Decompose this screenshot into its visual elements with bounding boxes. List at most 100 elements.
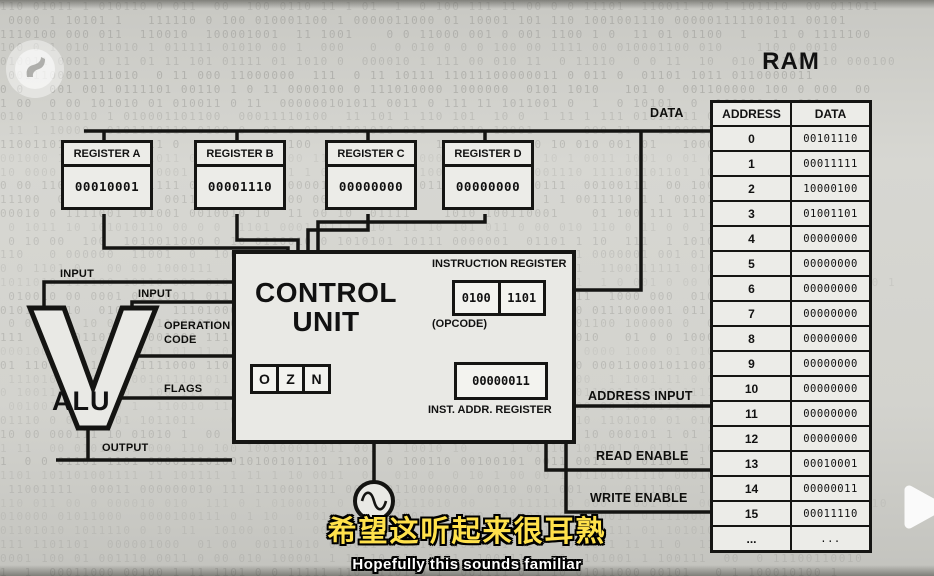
control-unit-title: CONTROL UNIT <box>255 277 397 338</box>
data-bus-label: DATA <box>650 106 684 120</box>
ram-header-row: ADDRESS DATA <box>710 100 872 127</box>
register-b: REGISTER B 00001110 <box>194 140 286 210</box>
register-a-value: 00010001 <box>74 179 140 194</box>
ram-data-cell: 00000000 <box>790 375 872 402</box>
ram-data-cell: 00101110 <box>790 125 872 152</box>
register-a: REGISTER A 00010001 <box>61 140 153 210</box>
bottom-shade-band <box>0 565 934 576</box>
ram-address-cell: ... <box>710 525 792 553</box>
register-c: REGISTER C 00000000 <box>325 140 417 210</box>
ram-data-cell: 01001101 <box>790 200 872 227</box>
ram-address-cell: 0 <box>710 125 792 152</box>
flags-register: O Z N <box>250 364 331 394</box>
ram-data-cell: ... <box>790 525 872 553</box>
alu-label: ALU <box>52 386 111 416</box>
alu-v-shape <box>26 305 160 431</box>
ram-address-cell: 6 <box>710 275 792 302</box>
flag-overflow: O <box>250 364 279 394</box>
register-c-name: REGISTER C <box>328 143 414 167</box>
ram-data-cell: 00010001 <box>790 450 872 477</box>
next-video-play-icon[interactable] <box>903 481 934 533</box>
alu-input-bottom-label: INPUT <box>138 288 172 300</box>
instruction-register-label: INSTRUCTION REGISTER <box>432 258 567 270</box>
ram-data-cell: 00000000 <box>790 400 872 427</box>
alu-input-top-label: INPUT <box>60 268 94 280</box>
register-d-name: REGISTER D <box>445 143 531 167</box>
flags-label: FLAGS <box>164 383 203 395</box>
pbs-logo-watermark <box>6 40 64 98</box>
opcode-sublabel: (OPCODE) <box>432 318 487 330</box>
ram-col-header-data: DATA <box>790 100 872 127</box>
ram-data-cell: 00000000 <box>790 325 872 352</box>
ram-address-cell: 4 <box>710 225 792 252</box>
subtitle-chinese: 希望这听起来很耳熟 <box>327 514 607 548</box>
ram-data-cell: 00000011 <box>790 475 872 502</box>
write-enable-label: WRITE ENABLE <box>590 491 688 505</box>
pbs-face-icon <box>15 49 55 89</box>
ram-address-cell: 9 <box>710 350 792 377</box>
ram-data-cell: 00011111 <box>790 150 872 177</box>
ram-data-cell: 00000000 <box>790 350 872 377</box>
ram-address-cell: 14 <box>710 475 792 502</box>
instruction-opcode-bits: 0100 <box>455 283 501 313</box>
ram-address-cell: 13 <box>710 450 792 477</box>
output-label: OUTPUT <box>102 442 149 454</box>
ram-data-cell: 00000000 <box>790 300 872 327</box>
register-a-name: REGISTER A <box>64 143 150 167</box>
register-b-value: 00001110 <box>207 179 273 194</box>
ram-address-cell: 8 <box>710 325 792 352</box>
ram-address-cell: 12 <box>710 425 792 452</box>
ram-address-cell: 5 <box>710 250 792 277</box>
ram-data-cell: 00000000 <box>790 250 872 277</box>
register-c-value: 00000000 <box>338 179 404 194</box>
ram-row-ellipsis: ...... <box>710 525 872 553</box>
ram-address-cell: 15 <box>710 500 792 527</box>
flag-zero: Z <box>276 364 305 394</box>
instruction-address-register-label: INST. ADDR. REGISTER <box>428 404 552 416</box>
ram-data-cell: 00000000 <box>790 225 872 252</box>
ram-col-header-address: ADDRESS <box>710 100 792 127</box>
ram-title: RAM <box>762 48 820 75</box>
ram-address-cell: 1 <box>710 150 792 177</box>
ram-address-cell: 2 <box>710 175 792 202</box>
instruction-operand-bits: 1101 <box>507 291 537 305</box>
ram-data-cell: 00000000 <box>790 275 872 302</box>
control-unit-box: CONTROL UNIT O Z N INSTRUCTION REGISTER … <box>232 250 576 444</box>
register-d: REGISTER D 00000000 <box>442 140 534 210</box>
read-enable-label: READ ENABLE <box>596 449 689 463</box>
ram-address-cell: 10 <box>710 375 792 402</box>
clock-icon <box>353 480 395 522</box>
instruction-address-register-value: 00000011 <box>454 362 548 400</box>
ram-data-cell: 00000000 <box>790 425 872 452</box>
register-d-value: 00000000 <box>455 179 521 194</box>
flag-negative: N <box>302 364 331 394</box>
ram-address-cell: 7 <box>710 300 792 327</box>
instruction-register-value: 0100 1101 <box>452 280 546 316</box>
subtitle-english: Hopefully this sounds familiar <box>352 556 582 573</box>
register-b-name: REGISTER B <box>197 143 283 167</box>
address-input-label: ADDRESS INPUT <box>588 389 693 403</box>
ram-address-cell: 11 <box>710 400 792 427</box>
ram-data-cell: 10000100 <box>790 175 872 202</box>
top-shade-band <box>0 0 934 9</box>
ram-data-cell: 00011110 <box>790 500 872 527</box>
ram-address-cell: 3 <box>710 200 792 227</box>
operation-code-label: OPERATION CODE <box>164 320 231 346</box>
